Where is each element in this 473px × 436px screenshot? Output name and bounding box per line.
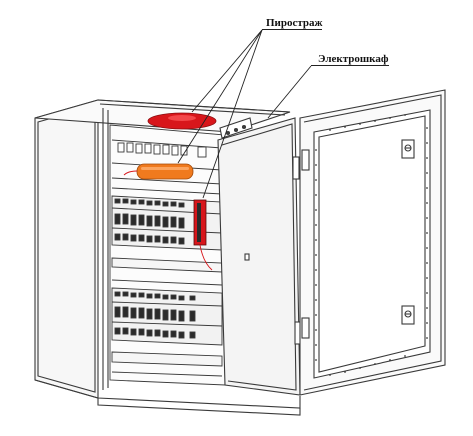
pyro-label-underline [262, 29, 322, 30]
pyro-guard-devices [123, 112, 217, 271]
cabinet-label-underline [311, 65, 389, 66]
pyro-guard-label: Пирострaж [266, 17, 323, 29]
door-lock-bottom [401, 305, 415, 325]
lower-breaker-row [111, 287, 223, 346]
cabinet-label: Электрошкаф [318, 53, 389, 65]
outer-door [299, 89, 446, 396]
inner-door [217, 117, 302, 396]
door-frame-holes [315, 114, 428, 376]
label-leader-lines [177, 29, 312, 199]
mounting-panel [109, 124, 226, 386]
pyro-guard-module [193, 199, 213, 271]
door-lock-top [401, 139, 415, 159]
pyro-guard-cylinder [123, 163, 194, 180]
top-terminal-row [117, 142, 207, 158]
